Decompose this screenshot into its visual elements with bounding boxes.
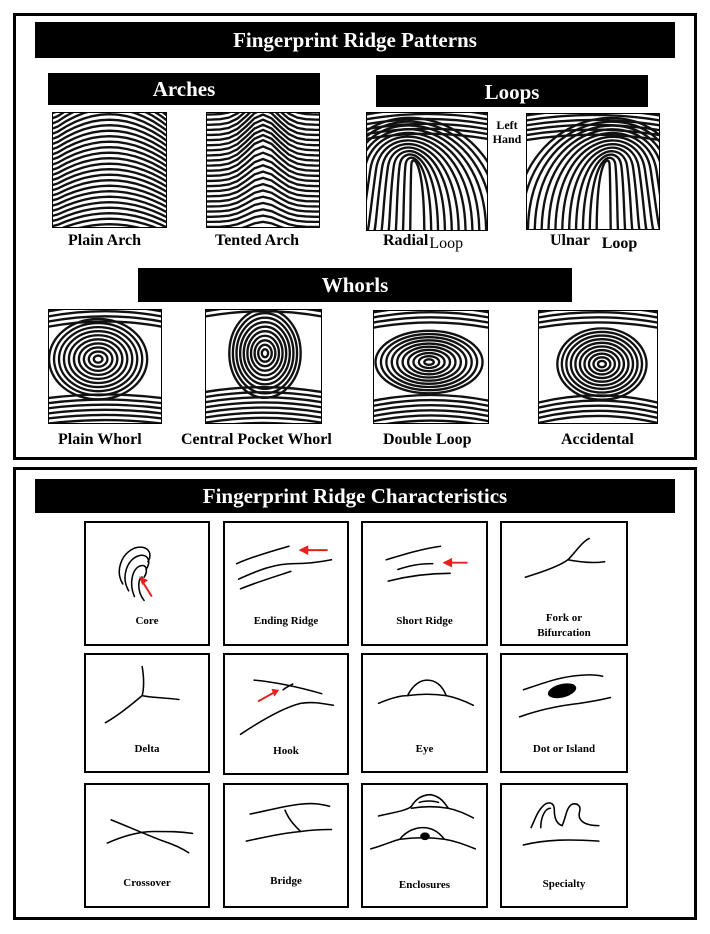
enclosures-label: Enclosures <box>398 879 451 891</box>
fork-cell: Fork or Bifurcation <box>500 521 628 646</box>
bridge-cell: Bridge <box>223 783 349 908</box>
crossover-cell: Crossover <box>84 783 210 908</box>
ridge-patterns-title: Fingerprint Ridge Patterns <box>35 22 675 58</box>
core-label: Core <box>135 615 159 627</box>
specialty-icon <box>522 802 600 846</box>
ending-ridge-label: Ending Ridge <box>253 615 319 627</box>
hook-cell: Hook <box>223 653 349 775</box>
double-loop-label: Double Loop <box>383 431 472 448</box>
arches-heading: Arches <box>48 73 320 105</box>
plain-whorl-image <box>49 310 161 423</box>
short-ridge-cell: Short Ridge <box>361 521 488 646</box>
radial-loop-label-word: Radial <box>383 232 429 249</box>
short-ridge-label: Short Ridge <box>396 615 453 627</box>
radial-loop-label: Radial Loop <box>383 232 466 252</box>
fork-label: Fork or Bifurcation <box>537 612 591 639</box>
tented-arch-image <box>207 113 319 227</box>
dot-icon <box>518 674 612 718</box>
whorls-heading: Whorls <box>138 268 572 302</box>
plain-arch-image <box>53 113 166 227</box>
enclosures-icon <box>370 793 477 850</box>
loops-heading: Loops <box>376 75 648 107</box>
ulnar-loop-print <box>526 113 660 230</box>
ending-ridge-icon <box>235 545 333 590</box>
tented-arch-label: Tented Arch <box>215 232 300 249</box>
specialty-label: Specialty <box>542 878 586 890</box>
plain-arch-print <box>52 112 167 228</box>
ending-ridge-cell: Ending Ridge <box>223 521 349 646</box>
radial-loop-label-suffix: Loop <box>429 235 464 252</box>
tented-arch-print <box>206 112 320 228</box>
crossover-label: Crossover <box>123 877 171 889</box>
central-pocket-whorl-image <box>206 310 321 423</box>
hook-icon <box>239 679 335 736</box>
ulnar-loop-label-suffix: Loop <box>601 235 638 252</box>
accidental-label: Accidental <box>561 431 634 448</box>
specialty-cell: Specialty <box>500 783 628 908</box>
central-pocket-whorl-print <box>205 309 322 424</box>
double-loop-print <box>373 310 489 424</box>
bridge-icon <box>245 802 333 842</box>
eye-cell: Eye <box>361 653 488 773</box>
eye-label: Eye <box>415 743 434 755</box>
plain-arch-label: Plain Arch <box>68 232 142 249</box>
crossover-icon <box>106 819 194 854</box>
plain-whorl-print <box>48 309 162 424</box>
delta-label: Delta <box>134 743 160 755</box>
fork-icon <box>524 537 606 578</box>
ulnar-loop-image <box>527 114 659 229</box>
ulnar-loop-label-word: Ulnar <box>550 232 590 249</box>
bridge-label: Bridge <box>270 875 302 887</box>
core-icon <box>118 546 153 602</box>
core-cell: Core <box>84 521 210 646</box>
accidental-print <box>538 310 658 424</box>
central-pocket-whorl-label: Central Pocket Whorl <box>181 431 332 448</box>
radial-loop-image <box>367 113 487 230</box>
double-loop-image <box>374 311 488 423</box>
hook-label: Hook <box>273 745 299 757</box>
enclosures-cell: Enclosures <box>361 783 488 908</box>
delta-icon <box>104 665 180 724</box>
delta-cell: Delta <box>84 653 210 773</box>
dot-label: Dot or Island <box>532 743 596 755</box>
ridge-characteristics-title: Fingerprint Ridge Characteristics <box>35 479 675 513</box>
left-hand-note: Left Hand <box>492 118 522 146</box>
plain-whorl-label: Plain Whorl <box>58 431 142 448</box>
radial-loop-print <box>366 112 488 231</box>
dot-cell: Dot or Island <box>500 653 628 773</box>
accidental-image <box>539 311 657 423</box>
short-ridge-icon <box>385 545 468 582</box>
eye-icon <box>377 679 475 707</box>
ulnar-loop-label: Ulnar Loop <box>550 232 638 252</box>
